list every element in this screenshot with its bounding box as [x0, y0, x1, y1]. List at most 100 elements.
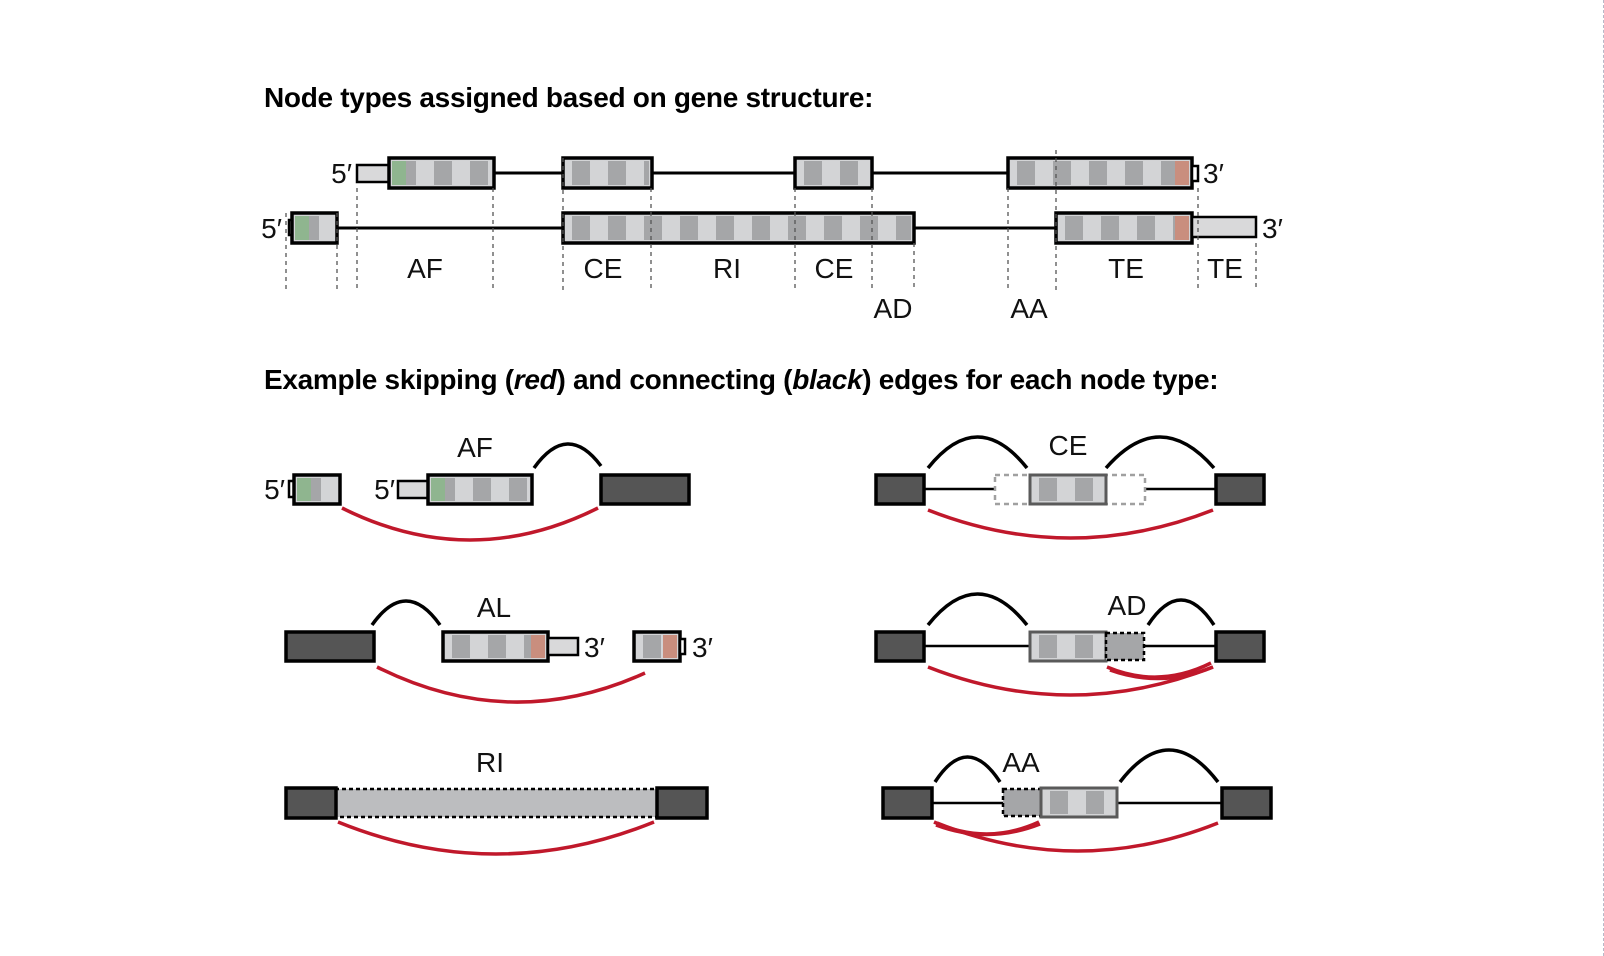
alternative-donor-segment	[1104, 631, 1146, 662]
connecting-edge	[1104, 435, 1216, 470]
exon-stripe	[716, 216, 734, 240]
exon-node	[561, 211, 916, 245]
exon-stripe	[644, 216, 662, 240]
exon-node	[292, 473, 342, 506]
exon-stripe	[1050, 791, 1068, 814]
exon-stripe	[434, 161, 452, 185]
exon-stripe	[1065, 216, 1083, 240]
node-type-label-ce: CE	[815, 253, 854, 284]
exon-stripe	[644, 161, 649, 185]
flanking-exon	[874, 473, 926, 506]
skipping-edge	[1109, 665, 1214, 681]
utr-segment	[396, 479, 430, 500]
node-type-label-te: TE	[1108, 253, 1144, 284]
exon-stripe	[1075, 635, 1093, 658]
edge-examples-heading: Example skipping (red) and connecting (b…	[264, 364, 1219, 396]
stop-codon-marker	[663, 635, 677, 658]
exon-node	[290, 211, 339, 245]
alternative-acceptor-segment	[1001, 787, 1043, 818]
heading-black-word: black	[792, 364, 863, 395]
gene-structure-heading: Node types assigned based on gene struct…	[264, 82, 874, 113]
exon-stripe	[1039, 635, 1057, 658]
exon-stripe	[1137, 216, 1155, 240]
five-prime-label: 5′	[261, 213, 282, 244]
flanking-exon	[1214, 630, 1266, 663]
start-codon-marker	[295, 216, 309, 240]
skipping-edge	[936, 821, 1219, 853]
exon-stripe	[1075, 478, 1093, 501]
exon-stripe	[608, 216, 626, 240]
connecting-edge	[1146, 598, 1216, 626]
exon-stripe	[680, 216, 698, 240]
node-type-label-aa: AA	[1010, 293, 1048, 324]
retained-intron-segment	[333, 787, 660, 819]
heading-text: ) edges for each node type:	[862, 364, 1219, 395]
skipping-edge	[935, 822, 1041, 837]
example-aa: AA	[881, 747, 1273, 853]
node-label-ce: CE	[1049, 430, 1088, 461]
exon-node	[441, 630, 550, 663]
exon-stripe	[1053, 161, 1071, 185]
skipping-edge	[376, 665, 646, 704]
exon-stripe	[788, 216, 806, 240]
exon-stripe	[1086, 791, 1104, 814]
example-ad: AD	[874, 590, 1266, 697]
five-prime-label: 5′	[374, 474, 395, 505]
node-label-al: AL	[477, 592, 511, 623]
start-codon-marker	[392, 161, 406, 185]
utr-segment	[546, 636, 580, 657]
exon-stripe	[509, 478, 527, 501]
exon-stripe	[824, 216, 842, 240]
example-al: 3′3′AL	[284, 592, 713, 704]
exon-node	[1006, 156, 1194, 190]
heading-text: Example skipping (	[264, 364, 514, 395]
stop-codon-marker	[1175, 216, 1189, 240]
exon-node	[793, 156, 874, 190]
skipping-edge	[927, 665, 1214, 697]
connecting-edge	[926, 592, 1029, 627]
exon-outline	[387, 156, 496, 190]
connecting-edge	[370, 599, 442, 627]
heading-text: ) and connecting (	[556, 364, 793, 395]
flanking-exon	[284, 786, 338, 820]
node-label-ri: RI	[476, 747, 504, 778]
exon-node	[1039, 786, 1119, 819]
exon-outline	[793, 156, 874, 190]
skipping-edge	[341, 506, 599, 542]
three-prime-label: 3′	[692, 632, 713, 663]
exon-stripe	[804, 161, 822, 185]
heading-red-word: red	[513, 364, 557, 395]
five-prime-label: 5′	[331, 158, 352, 189]
exon-stripe	[1089, 161, 1107, 185]
node-type-label-ri: RI	[713, 253, 741, 284]
exon-node	[1028, 473, 1108, 506]
exon-stripe	[608, 161, 626, 185]
exon-stripe	[1039, 478, 1057, 501]
exon-stripe	[1101, 216, 1119, 240]
flanking-exon	[874, 630, 926, 663]
exon-stripe	[1161, 161, 1179, 185]
exon-node	[1028, 630, 1108, 663]
node-label-af: AF	[457, 432, 493, 463]
flanking-exon	[1220, 786, 1273, 820]
stop-codon-marker	[1175, 161, 1189, 185]
start-codon-marker	[431, 478, 445, 501]
exon-stripe	[1125, 161, 1143, 185]
start-codon-marker	[297, 478, 311, 501]
exon-stripe	[572, 161, 590, 185]
example-af: 5′5′AF	[264, 432, 691, 542]
exon-node	[1054, 211, 1194, 245]
utr-segment	[1190, 164, 1200, 183]
exon-node	[561, 156, 654, 190]
exon-stripe	[452, 635, 470, 658]
exon-node	[426, 473, 534, 506]
exon-stripe	[643, 635, 661, 658]
connecting-edge	[532, 442, 603, 470]
node-type-label-ad: AD	[874, 293, 913, 324]
exon-outline	[561, 211, 916, 245]
exon-node	[632, 630, 682, 663]
skipping-edge	[927, 508, 1214, 540]
node-type-label-te: TE	[1207, 253, 1243, 284]
flanking-exon	[284, 630, 376, 663]
